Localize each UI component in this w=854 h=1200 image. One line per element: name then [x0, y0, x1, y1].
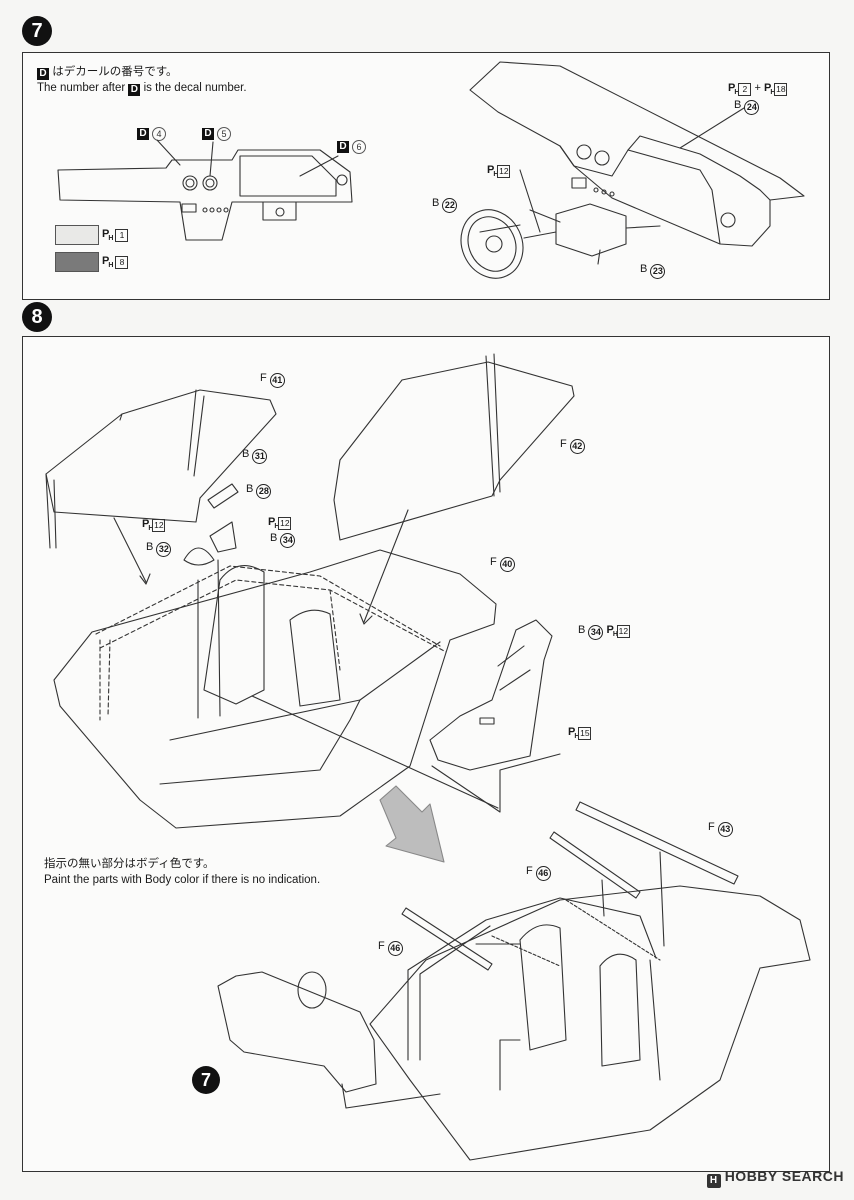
decal-number: 4 [152, 127, 167, 141]
shift-boot-b32 [183, 547, 215, 566]
step-8-number: 8 [22, 302, 52, 332]
bar-f46-left [401, 907, 493, 971]
part-label-b34-a: B 34 [270, 532, 296, 548]
part-label-f46-b: F 46 [378, 940, 403, 956]
decal-note-jp: はデカールの番号です。 [52, 66, 178, 78]
paint-prefix: PH [102, 228, 113, 243]
paint-prefix: PH [102, 255, 113, 270]
part-label-b22: B 22 [432, 197, 458, 213]
dashboard-3d-view [469, 61, 805, 247]
part-label-b23: B 23 [640, 263, 666, 279]
decal-number: 5 [217, 127, 232, 141]
part-label-f46-a: F 46 [526, 865, 551, 881]
decal-d-icon: D [37, 68, 49, 80]
decal-label-5: D 5 [202, 126, 232, 141]
dashboard-front-view [57, 139, 353, 241]
step-7-reference: 7 [192, 1066, 220, 1094]
part-label-b32: B 32 [146, 541, 172, 557]
assembly-arrows [113, 509, 561, 813]
body-color-note: 指示の無い部分はボディ色です。 Paint the parts with Bod… [44, 856, 320, 888]
step-8-panel [22, 336, 830, 1172]
decal-d-icon: D [137, 128, 149, 140]
part-b28 [209, 521, 237, 553]
paint-number: 8 [115, 256, 129, 269]
decal-d-icon: D [202, 128, 214, 140]
part-b31 [207, 483, 239, 509]
seat-b34 [429, 619, 553, 771]
body-tub-f40 [53, 549, 497, 829]
body-color-note-en: Paint the parts with Body color if there… [44, 874, 321, 886]
paint-number: 1 [115, 229, 129, 242]
steering-wheel [460, 209, 524, 279]
body-assembled [369, 851, 811, 1161]
dash-part-ref [217, 971, 441, 1109]
decal-number: 6 [352, 140, 367, 154]
color-swatch-1 [55, 225, 99, 245]
step-7-number: 7 [22, 16, 52, 46]
part-label-f41: F 41 [260, 372, 285, 388]
decal-label-6: D 6 [337, 139, 367, 154]
bar-f46-top [549, 831, 641, 899]
decal-note: D はデカールの番号です。 The number after D is the … [37, 64, 247, 96]
part-label-b24: B 24 [734, 99, 760, 115]
part-label-f40: F 40 [490, 556, 515, 572]
part-label-b31: B 31 [242, 448, 268, 464]
decal-d-icon: D [337, 141, 349, 153]
decal-d-icon: D [128, 84, 141, 96]
part-label-f42: F 42 [560, 438, 585, 454]
body-color-note-jp: 指示の無い部分はボディ色です。 [44, 858, 215, 870]
steering-column [519, 169, 661, 265]
paint-code-8: PH 8 [102, 255, 129, 270]
decal-note-en-after: is the decal number. [143, 82, 247, 94]
part-label-b28: B 28 [246, 483, 272, 499]
progress-arrow-icon [379, 785, 445, 863]
roll-cage-f42 [333, 353, 575, 541]
bar-f43 [575, 801, 739, 885]
color-swatch-8 [55, 252, 99, 272]
roll-cage-f41 [45, 389, 277, 549]
paint-code-1: PH 1 [102, 228, 129, 243]
part-label-f43: F 43 [708, 821, 733, 837]
decal-note-en-before: The number after [37, 82, 126, 94]
decal-label-4: D 4 [137, 126, 167, 141]
hobby-search-logo-icon: H [706, 1174, 721, 1188]
step-7-panel [22, 52, 830, 300]
